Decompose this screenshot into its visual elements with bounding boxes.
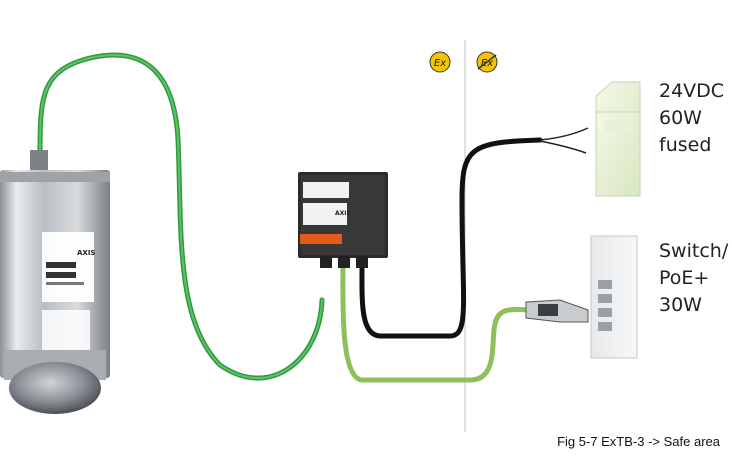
- power-wire-1: [539, 127, 589, 141]
- psu-power-text: 60W: [659, 107, 702, 129]
- psu-voltage-text: 24VDC: [659, 80, 725, 102]
- camera-housing: AXIS: [0, 150, 110, 414]
- power-wire-2: [539, 140, 587, 154]
- camera-dome: [9, 362, 101, 414]
- ethernet-cable-switch: [340, 259, 531, 383]
- network-switch: [590, 235, 638, 359]
- camera-brand-text: AXIS: [77, 249, 95, 257]
- junction-box-label: [303, 182, 349, 198]
- power-cable: [359, 137, 543, 339]
- psu-fuse-text: fused: [659, 134, 712, 156]
- hazardous-area-ex-icon: Ex: [429, 51, 451, 73]
- power-supply-spec-label: 24VDC 60W fused: [659, 78, 724, 159]
- camera-lower-label: [42, 310, 90, 350]
- safe-area-ex-text: Ex: [481, 58, 493, 69]
- switch-type-text: Switch/: [659, 240, 729, 262]
- junction-box-warning-label: [300, 234, 342, 244]
- switch-spec-label: Switch/ PoE+ 30W: [659, 238, 728, 319]
- figure-caption: Fig 5-7 ExTB-3 -> Safe area: [557, 434, 720, 449]
- junction-box-brand-text: AXIS: [335, 210, 351, 217]
- switch-poe-text: PoE+: [659, 267, 710, 289]
- junction-box: AXIS: [298, 172, 388, 268]
- rj45-connector: [525, 299, 589, 323]
- safe-area-ex-crossed-icon: Ex: [476, 51, 498, 73]
- switch-power-text: 30W: [659, 294, 702, 316]
- hazardous-area-ex-text: Ex: [434, 58, 446, 69]
- power-supply-unit: [595, 81, 641, 197]
